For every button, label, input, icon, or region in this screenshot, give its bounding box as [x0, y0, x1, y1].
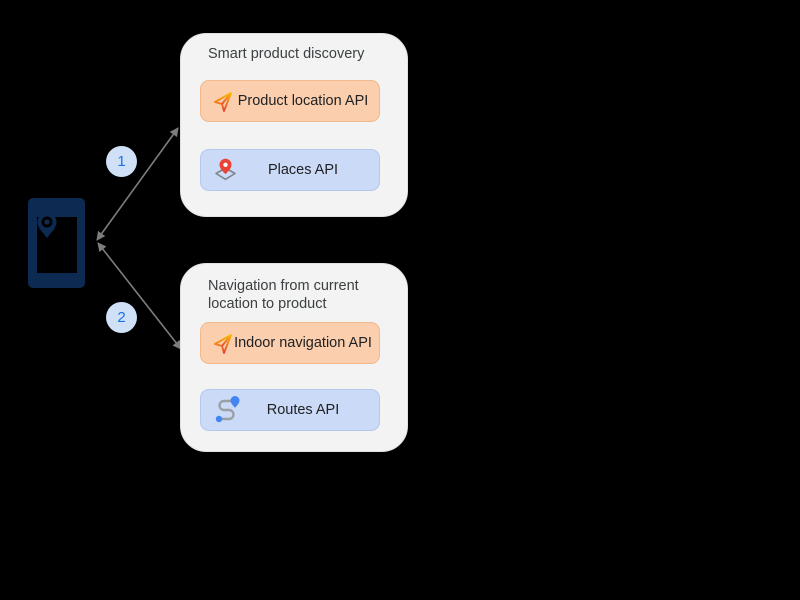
api-item-label: Product location API: [237, 93, 369, 109]
navigation-arrow-icon: [212, 90, 234, 112]
api-item-places: Places API: [200, 149, 380, 191]
step-number: 1: [117, 153, 126, 170]
api-item-label: Indoor navigation API: [234, 335, 372, 351]
navigation-arrow-icon: [212, 332, 234, 354]
step-badge-1: 1: [106, 146, 137, 177]
api-item-indoor-navigation: Indoor navigation API: [200, 322, 380, 364]
api-item-label: Routes API: [266, 402, 340, 418]
group-title: Navigation from current location to prod…: [208, 278, 359, 312]
group-title: Smart product discovery: [208, 46, 365, 62]
api-item-label: Places API: [267, 162, 339, 178]
arrow-device-to-navigation: [97, 242, 182, 350]
group-navigation-to-product: Navigation from current location to prod…: [180, 263, 408, 452]
smartphone-location-icon: [28, 198, 85, 288]
map-pin-on-map-icon: [212, 158, 239, 183]
api-item-product-location: Product location API: [200, 80, 380, 122]
route-icon: [212, 395, 242, 425]
step-number: 2: [117, 309, 126, 326]
step-badge-2: 2: [106, 302, 137, 333]
api-item-routes: Routes API: [200, 389, 380, 431]
group-smart-product-discovery: Smart product discovery Product location…: [180, 33, 408, 217]
arrow-device-to-discovery: [96, 127, 179, 241]
